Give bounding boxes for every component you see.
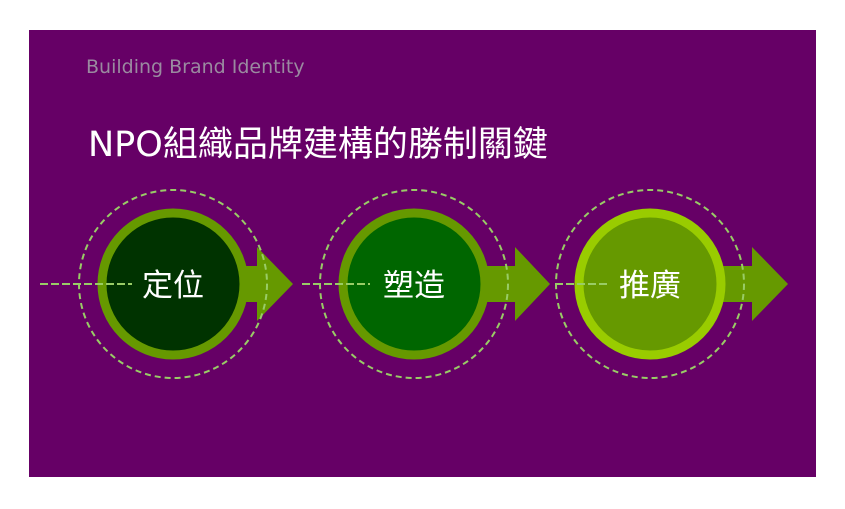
step-3: 推廣 [555, 189, 788, 379]
slide-title: NPO組織品牌建構的勝制關鍵 [88, 125, 548, 165]
slide-subtitle: Building Brand Identity [86, 56, 305, 78]
process-diagram: 定位 塑造 推廣 [40, 189, 788, 379]
step-1-label: 定位 [142, 268, 204, 304]
step-1-arrow [229, 247, 293, 321]
step-2-arrow [474, 247, 550, 321]
step-1: 定位 [40, 189, 293, 379]
step-2: 塑造 [302, 189, 550, 379]
slide: Building Brand Identity NPO組織品牌建構的勝制關鍵 定… [29, 30, 816, 477]
step-3-label: 推廣 [619, 268, 681, 304]
step-2-label: 塑造 [383, 268, 445, 304]
step-3-arrow [712, 247, 788, 321]
